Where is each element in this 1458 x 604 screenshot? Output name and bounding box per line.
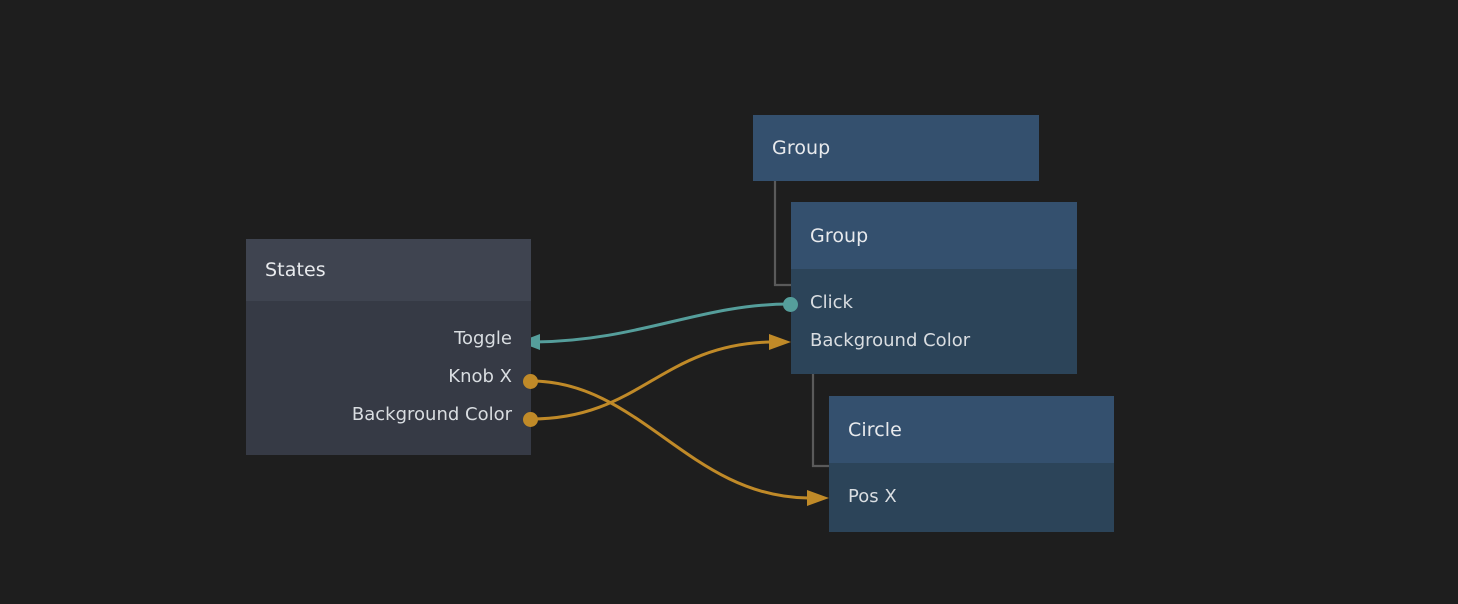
node-circle[interactable]: Circle Pos X: [829, 396, 1114, 532]
port-row-group-background-color[interactable]: Background Color: [791, 321, 1077, 359]
port-label-group-background-color: Background Color: [810, 329, 971, 351]
edge-bgcolor-to-bgcolor-arrowhead: [769, 334, 791, 350]
tree-connector-group2-circle: [811, 374, 829, 468]
port-row-click[interactable]: Click: [791, 283, 1077, 321]
port-label-toggle: Toggle: [454, 327, 512, 349]
node-group-child-title: Group: [810, 224, 869, 247]
port-dot-background-color[interactable]: [523, 412, 538, 427]
port-dot-knob-x[interactable]: [523, 374, 538, 389]
port-row-background-color[interactable]: Background Color: [246, 395, 531, 433]
port-row-toggle[interactable]: Toggle: [246, 319, 531, 357]
node-group-child-body: Click Background Color: [791, 269, 1077, 374]
port-label-pos-x: Pos X: [848, 485, 897, 507]
node-group-root-header[interactable]: Group: [753, 115, 1039, 181]
port-dot-click[interactable]: [783, 297, 798, 312]
node-group-child-header[interactable]: Group: [791, 202, 1077, 269]
port-label-click: Click: [810, 291, 853, 313]
node-circle-title: Circle: [848, 418, 902, 441]
port-label-knob-x: Knob X: [448, 365, 512, 387]
node-group-root-title: Group: [772, 137, 831, 159]
node-states-body: Toggle Knob X Background Color: [246, 301, 531, 455]
port-row-knob-x[interactable]: Knob X: [246, 357, 531, 395]
node-group-child[interactable]: Group Click Background Color: [783, 202, 1077, 374]
node-states-header[interactable]: States: [246, 239, 531, 301]
edge-bgcolor-to-bgcolor: [530, 340, 771, 421]
edge-knobx-to-posx: [530, 379, 809, 500]
node-circle-header[interactable]: Circle: [829, 396, 1114, 463]
edge-knobx-to-posx-arrowhead: [807, 490, 829, 506]
node-states-title: States: [265, 259, 326, 281]
tree-connector-group1-group2: [773, 181, 791, 287]
node-circle-body: Pos X: [829, 463, 1114, 532]
edge-click-to-toggle: [533, 302, 791, 344]
port-row-pos-x[interactable]: Pos X: [829, 477, 1114, 515]
node-states[interactable]: States Toggle Knob X Background Color: [246, 239, 538, 455]
port-label-background-color: Background Color: [351, 403, 512, 425]
node-group-root[interactable]: Group: [753, 115, 1039, 181]
